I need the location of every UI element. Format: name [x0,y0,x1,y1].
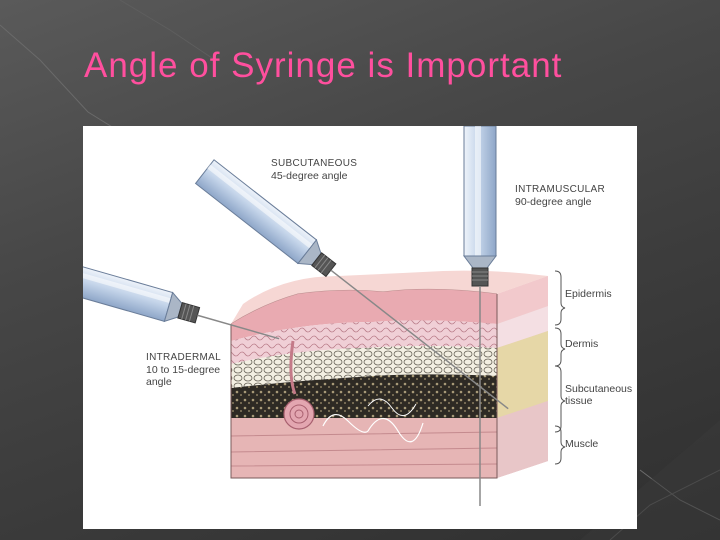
layer-subcutaneous-line1: Subcutaneous [565,383,633,395]
intramuscular-angle: 90-degree angle [515,196,592,208]
intradermal-label: INTRADERMAL [146,352,221,363]
intradermal-angle-line2: angle [146,376,172,388]
layer-subcutaneous-line2: tissue [565,395,593,407]
intramuscular-syringe [463,126,497,506]
layer-muscle: Muscle [565,438,599,450]
intradermal-syringe [83,261,280,340]
slide-title: Angle of Syringe is Important [84,46,563,85]
intramuscular-label: INTRAMUSCULAR [515,184,606,195]
layer-epidermis: Epidermis [565,288,612,300]
subcutaneous-label: SUBCUTANEOUS [271,158,358,169]
subcutaneous-angle: 45-degree angle [271,170,348,182]
layer-dermis: Dermis [565,338,599,350]
subcutaneous-syringe [194,159,509,410]
skin-cross-section [83,126,566,506]
intradermal-angle-line1: 10 to 15-degree [146,364,221,376]
injection-angle-figure: SUBCUTANEOUS 45-degree angle INTRAMUSCUL… [83,126,637,529]
